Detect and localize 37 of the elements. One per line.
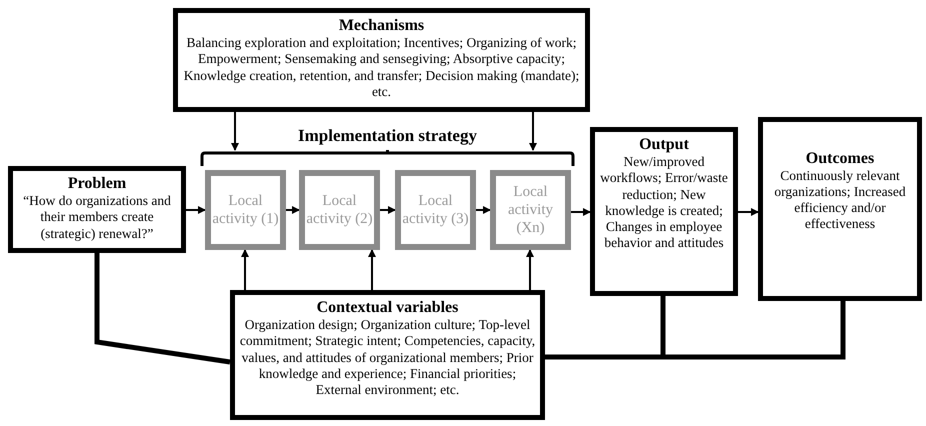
activity-label: Local activity (3): [401, 192, 470, 228]
box-heading: Outcomes: [806, 148, 874, 168]
arrow: [738, 208, 759, 216]
activity-box: [490, 170, 571, 250]
box-heading: Output: [639, 135, 689, 154]
group-title: Implementation strategy: [297, 126, 478, 146]
activity-label: Local activity (1): [211, 192, 280, 228]
box-text: Continuously relevant organizations; Increased efficiency and/or effectiveness: [773, 168, 907, 232]
activity-box: [395, 170, 476, 250]
box-text: New/improved workflows; Error/waste reduction; New knowledge is created; Changes in employee behavior and attitudes: [599, 154, 729, 252]
connector-line: [94, 253, 230, 364]
activity-label: Local activity (2): [305, 192, 374, 228]
activity-label: Local activity (Xn): [507, 183, 554, 237]
arrow: [231, 112, 239, 151]
arrow: [241, 249, 249, 290]
box-heading: Problem: [68, 174, 126, 194]
activity-box: [299, 170, 380, 250]
box-text: “How do organizations and their members create (strategic) renewal?”: [22, 193, 172, 242]
arrow: [526, 249, 534, 290]
activity-box: [205, 170, 286, 250]
box-heading: Mechanisms: [338, 16, 424, 36]
box-text: Organization design; Organization culture; Top-level commitment; Strategic intent; Competencies, capacity, values, and attitudes of organizational members; Prior knowledge and experience; Financial priorities; External environment; etc.: [239, 317, 536, 398]
problem-box: [8, 166, 186, 253]
box-text: Balancing exploration and exploitation; Incentives; Organizing of work; Empowerment; Sensemaking and sensegiving; Absorptive capacity; Knowledge creation, retention, and transfer; Decision making (mandate); etc.: [182, 35, 580, 100]
arrow: [476, 206, 491, 214]
arrow: [529, 112, 537, 151]
arrow: [380, 206, 396, 214]
contextual-variables-box: [230, 290, 545, 420]
outcomes-box: [758, 117, 922, 301]
arrow: [286, 206, 300, 214]
mechanisms-box: [173, 8, 590, 112]
box-heading: Contextual variables: [316, 298, 458, 318]
brace: [200, 150, 575, 166]
output-box: [590, 127, 738, 296]
arrow: [571, 208, 591, 216]
arrow: [368, 249, 376, 290]
arrow: [186, 206, 206, 214]
